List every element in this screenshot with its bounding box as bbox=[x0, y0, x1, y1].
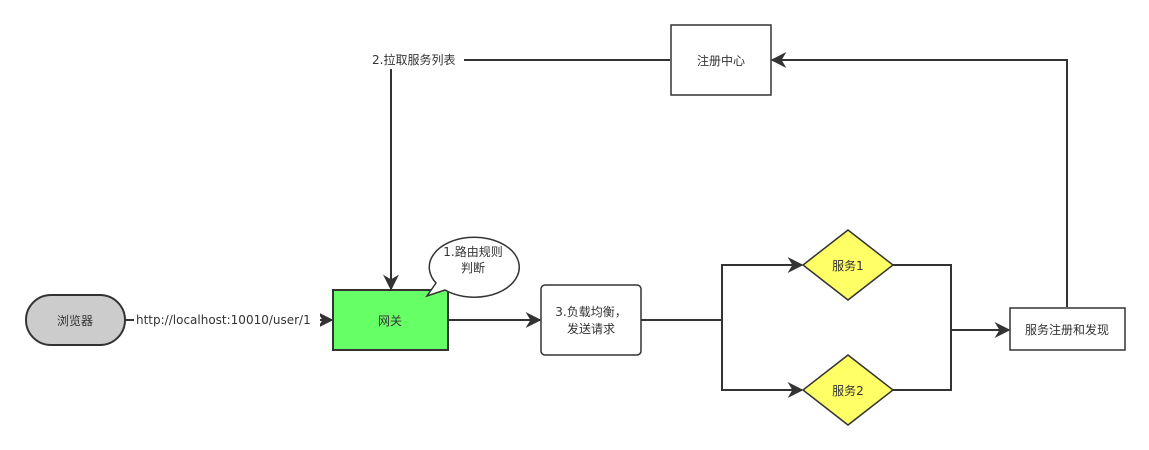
discovery-node[interactable]: 服务注册和发现 bbox=[1009, 307, 1126, 351]
edge-label-pull-services: 2.拉取服务列表 bbox=[372, 52, 455, 67]
service2-label: 服务2 bbox=[832, 383, 864, 398]
callout-line2: 判断 bbox=[461, 260, 485, 275]
discovery-label: 服务注册和发现 bbox=[1025, 322, 1109, 337]
browser-node[interactable]: 浏览器 bbox=[25, 294, 126, 346]
service2-node[interactable]: 服务2 bbox=[801, 354, 895, 426]
callout-line1: 1.路由规则 bbox=[443, 244, 502, 259]
service1-label: 服务1 bbox=[832, 258, 864, 273]
loadbalance-line1: 3.负载均衡， bbox=[555, 305, 626, 319]
edge-split-service2 bbox=[721, 320, 804, 398]
registry-label: 注册中心 bbox=[697, 53, 745, 68]
loadbalance-line2: 发送请求 bbox=[567, 321, 615, 336]
edge-label-request-url: http://localhost:10010/user/1 bbox=[136, 313, 311, 327]
gateway-label: 网关 bbox=[378, 314, 402, 328]
edge-discovery-registry bbox=[770, 52, 1068, 307]
browser-label: 浏览器 bbox=[57, 313, 93, 328]
registry-node[interactable]: 注册中心 bbox=[670, 24, 772, 96]
edge-service2-discovery bbox=[893, 330, 952, 391]
gateway-node[interactable]: 网关 bbox=[332, 289, 449, 351]
edge-service1-discovery bbox=[893, 264, 952, 330]
loadbalance-node[interactable]: 3.负载均衡， 发送请求 bbox=[540, 284, 642, 356]
edge-split-service1 bbox=[721, 257, 804, 320]
routing-callout: 1.路由规则 判断 bbox=[425, 236, 520, 298]
service1-node[interactable]: 服务1 bbox=[801, 229, 895, 301]
